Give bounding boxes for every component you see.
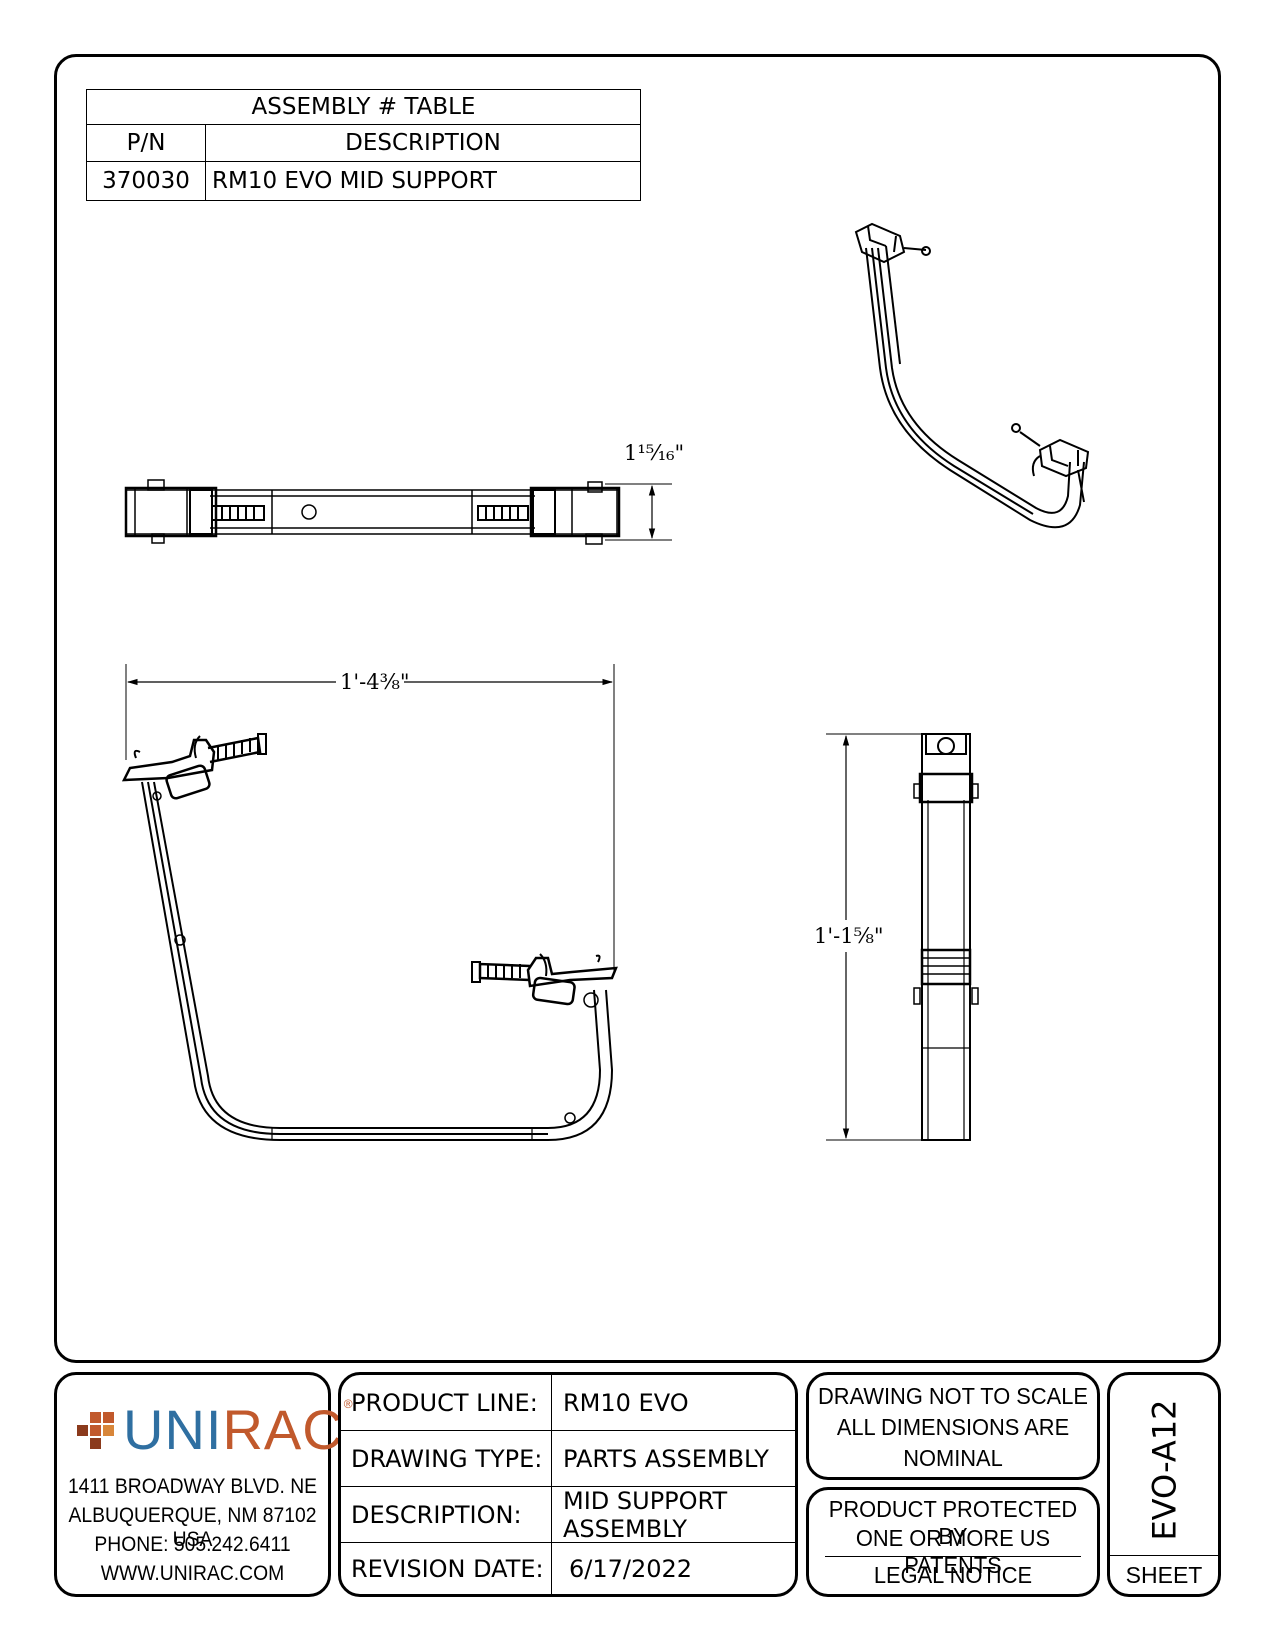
revision-row: REVISION DATE: 6/17/2022: [351, 1555, 693, 1583]
drawing-info-box: PRODUCT LINE: RM10 EVO DRAWING TYPE: PAR…: [338, 1372, 798, 1597]
column-header-description: DESCRIPTION: [205, 124, 641, 162]
drawing-type-row: DRAWING TYPE: PARTS ASSEMBLY: [341, 1431, 795, 1487]
legal-notice-label: LEGAL NOTICE: [873, 1562, 1033, 1588]
website: WWW.UNIRAC.COM: [100, 1562, 285, 1585]
scale-note-2: ALL DIMENSIONS ARE: [836, 1414, 1070, 1440]
patent-note-1: PRODUCT PROTECTED BY: [828, 1496, 1078, 1549]
scale-note-3: NOMINAL: [903, 1445, 1003, 1471]
scale-note-box: DRAWING NOT TO SCALE ALL DIMENSIONS ARE …: [806, 1372, 1100, 1480]
assembly-table-title: ASSEMBLY # TABLE: [86, 89, 641, 125]
description-value-2: ASSEMBLY: [563, 1515, 688, 1543]
phone-number: PHONE: 505.242.6411: [94, 1533, 291, 1556]
revision-date-value: 6/17/2022: [569, 1555, 693, 1583]
assembly-table: ASSEMBLY # TABLE P/N DESCRIPTION 370030 …: [86, 89, 641, 201]
unirac-logo-icon: [77, 1412, 114, 1449]
product-line-value: RM10 EVO: [563, 1389, 689, 1417]
product-line-row: PRODUCT LINE: RM10 EVO: [341, 1375, 795, 1431]
sheet-box: EVO-A12 SHEET: [1107, 1372, 1221, 1597]
drawing-type-value: PARTS ASSEMBLY: [563, 1445, 769, 1473]
description-row: DESCRIPTION: MID SUPPORT ASSEMBLY: [341, 1487, 795, 1543]
sheet-label: SHEET: [1110, 1555, 1218, 1594]
company-box: UNIRAC® 1411 BROADWAY BLVD. NE ALBUQUERQ…: [54, 1372, 353, 1597]
drawing-frame: [54, 54, 1221, 1363]
address-line-2: ALBUQUERQUE, NM 87102 USA: [68, 1504, 317, 1551]
column-header-pn: P/N: [86, 124, 206, 162]
company-logo: UNIRAC®: [123, 1397, 354, 1461]
table-row: 370030 RM10 EVO MID SUPPORT: [86, 161, 641, 201]
sheet-id: EVO-A12: [1146, 1399, 1185, 1541]
scale-note-1: DRAWING NOT TO SCALE: [818, 1383, 1088, 1409]
part-number-cell: 370030: [86, 161, 206, 201]
description-value-1: MID SUPPORT: [563, 1487, 728, 1515]
legal-notice-box: PRODUCT PROTECTED BY ONE OR MORE US PATE…: [806, 1487, 1100, 1597]
address-line-1: 1411 BROADWAY BLVD. NE: [67, 1475, 318, 1498]
part-description-cell: RM10 EVO MID SUPPORT: [205, 161, 641, 201]
